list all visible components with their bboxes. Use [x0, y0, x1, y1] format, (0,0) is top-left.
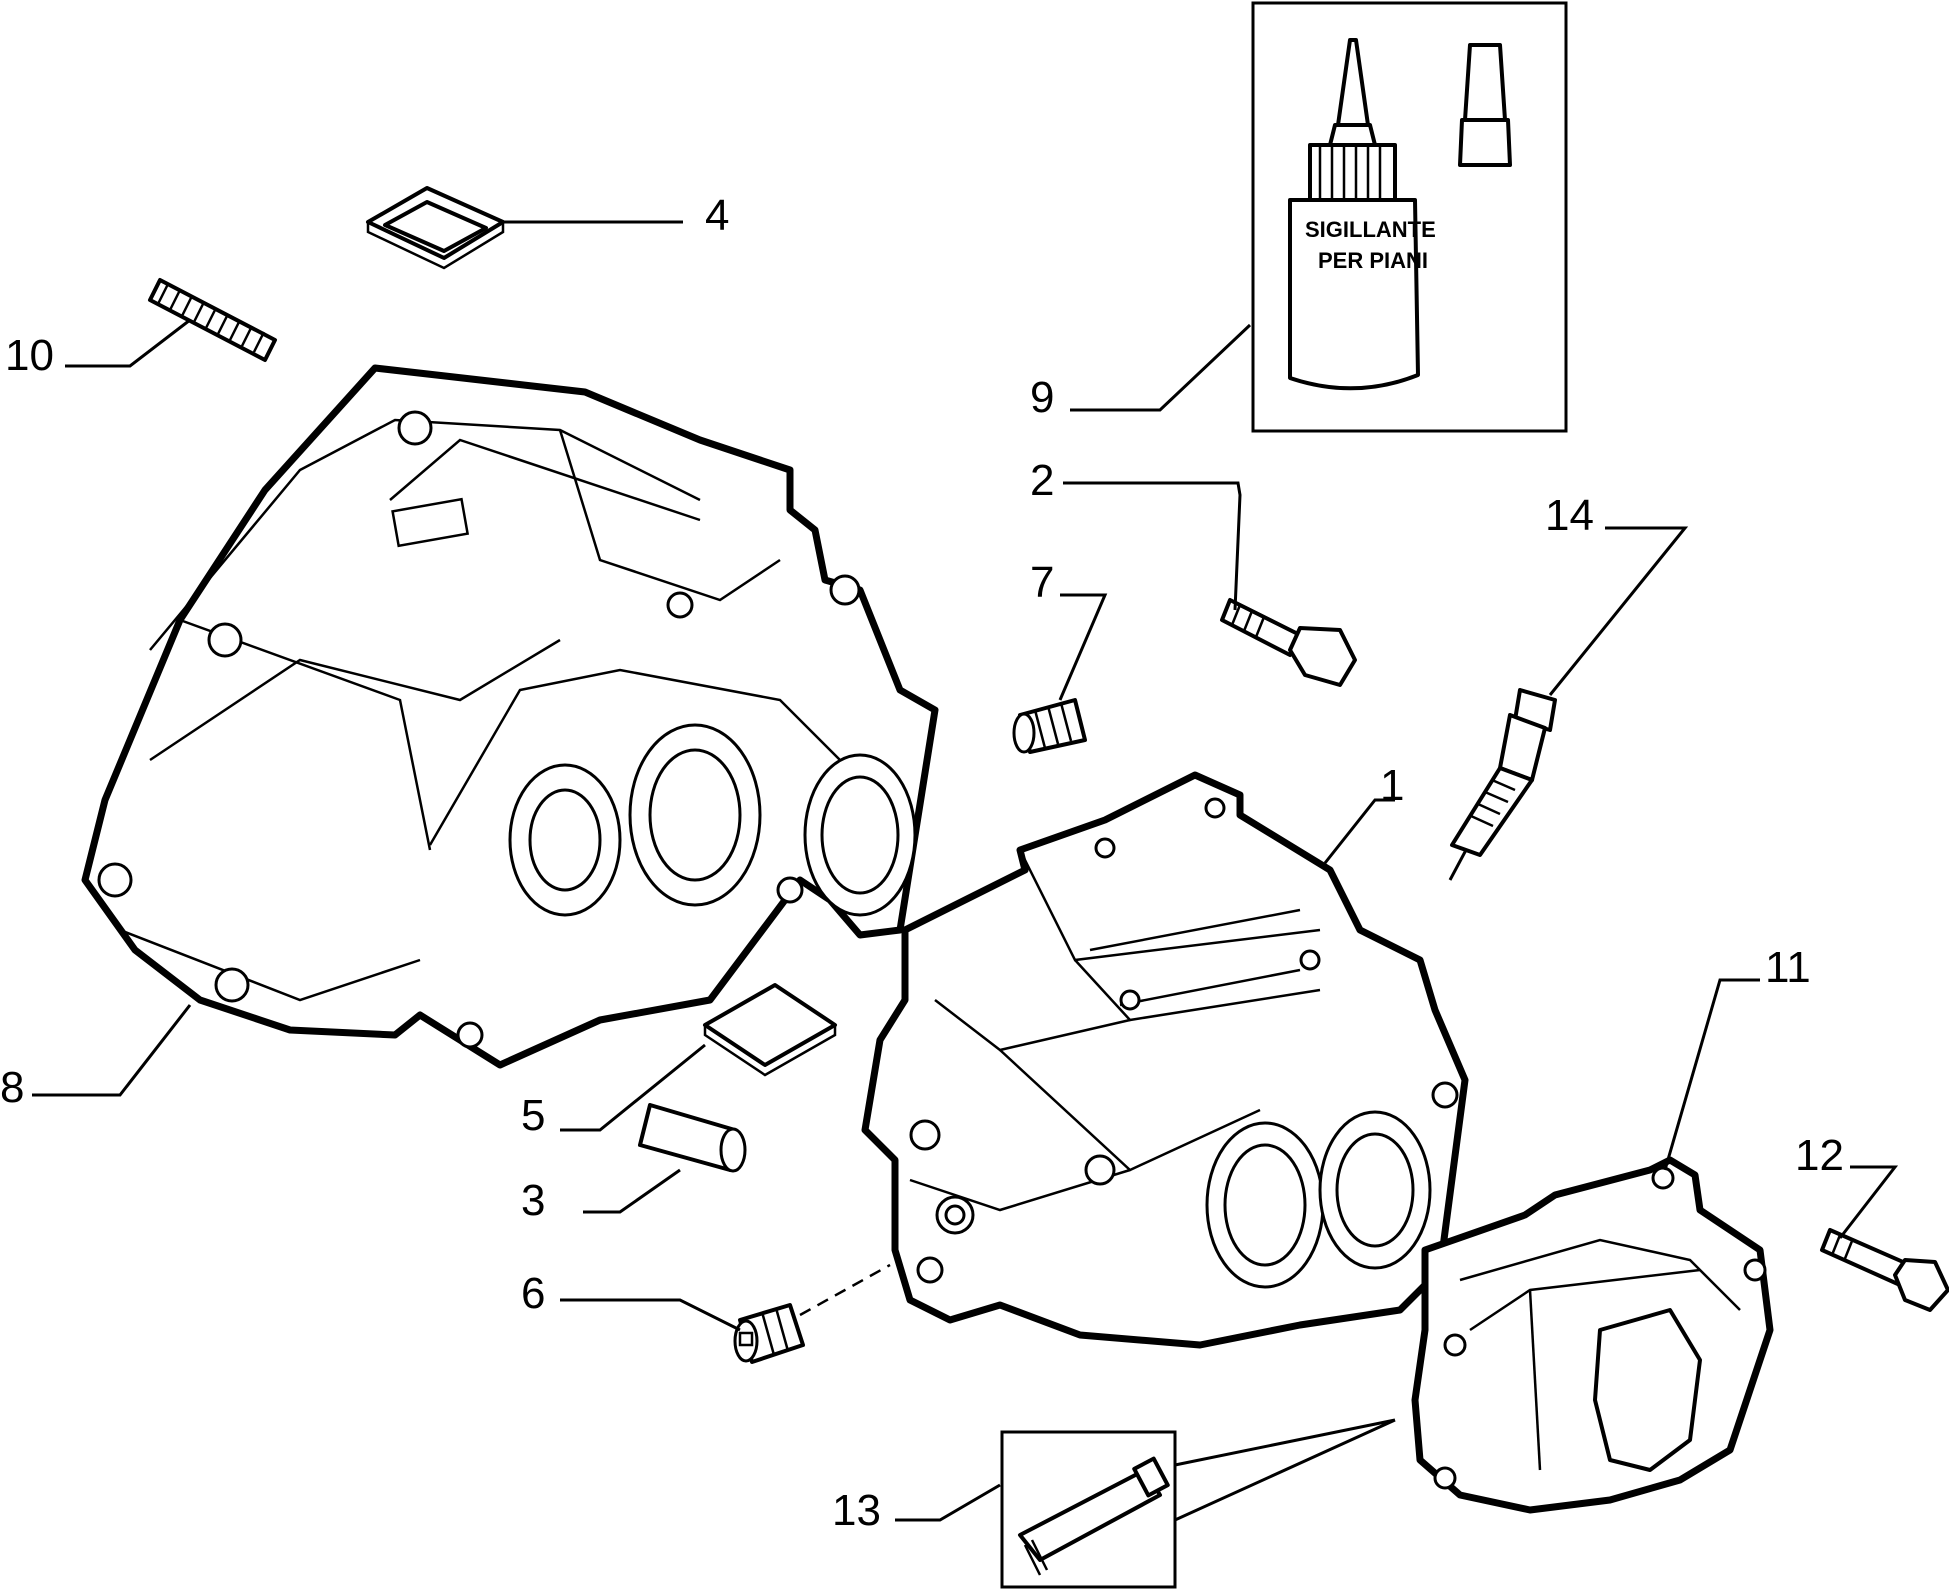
leader-12 — [1838, 1165, 1899, 1239]
callout-5: 5 — [521, 1091, 545, 1140]
callout-12: 12 — [1795, 1131, 1844, 1180]
leader-3 — [583, 1168, 681, 1214]
leader-14 — [1548, 526, 1689, 696]
part-12-bolt — [1820, 1228, 1949, 1312]
leader-10 — [65, 318, 191, 368]
bottle-label-line1: SIGILLANTE — [1305, 217, 1436, 242]
callout-9: 9 — [1030, 373, 1054, 422]
leader-2 — [1063, 481, 1242, 611]
callout-6: 6 — [521, 1269, 545, 1318]
part-5-gasket — [703, 983, 837, 1077]
part-13-tube-box — [1000, 1418, 1396, 1589]
part-1-gearbox-casing — [861, 771, 1469, 1349]
part-4-plug-cover — [366, 186, 505, 270]
callout-1: 1 — [1380, 761, 1404, 810]
part-7-threaded-plug — [1012, 698, 1087, 754]
callout-3: 3 — [521, 1176, 545, 1225]
part-8-clutch-housing — [81, 364, 939, 1069]
leader-8 — [32, 1004, 192, 1097]
part-14-sensor — [1448, 688, 1557, 881]
leader-13 — [895, 1483, 1001, 1522]
bottle-label-line2: PER PIANI — [1318, 248, 1428, 273]
part-10-stud — [148, 278, 277, 362]
callout-labels: 1 2 3 4 5 6 7 8 9 10 11 12 13 14 — [0, 191, 1844, 1535]
callout-13: 13 — [832, 1486, 881, 1535]
leader-1 — [1323, 798, 1395, 864]
leader-7 — [1058, 593, 1108, 701]
callout-7: 7 — [1030, 558, 1054, 607]
callout-4: 4 — [705, 191, 729, 240]
leader-5 — [560, 1043, 706, 1132]
callout-2: 2 — [1030, 456, 1054, 505]
part-9-sealant-box: SIGILLANTE PER PIANI — [1251, 1, 1568, 433]
callout-11: 11 — [1765, 943, 1811, 992]
leader-6 — [560, 1298, 741, 1332]
callout-14: 14 — [1545, 491, 1594, 540]
part-11-end-cover — [1411, 1156, 1774, 1514]
part-3-dowel-pin — [638, 1103, 747, 1173]
callout-10: 10 — [5, 331, 54, 380]
part-6-drain-plug — [733, 1263, 891, 1364]
leader-11 — [1663, 978, 1760, 1171]
callout-8: 8 — [0, 1063, 24, 1112]
part-2-bolt — [1220, 598, 1357, 687]
leader-lines — [32, 220, 1899, 1522]
leader-9 — [1070, 323, 1252, 412]
